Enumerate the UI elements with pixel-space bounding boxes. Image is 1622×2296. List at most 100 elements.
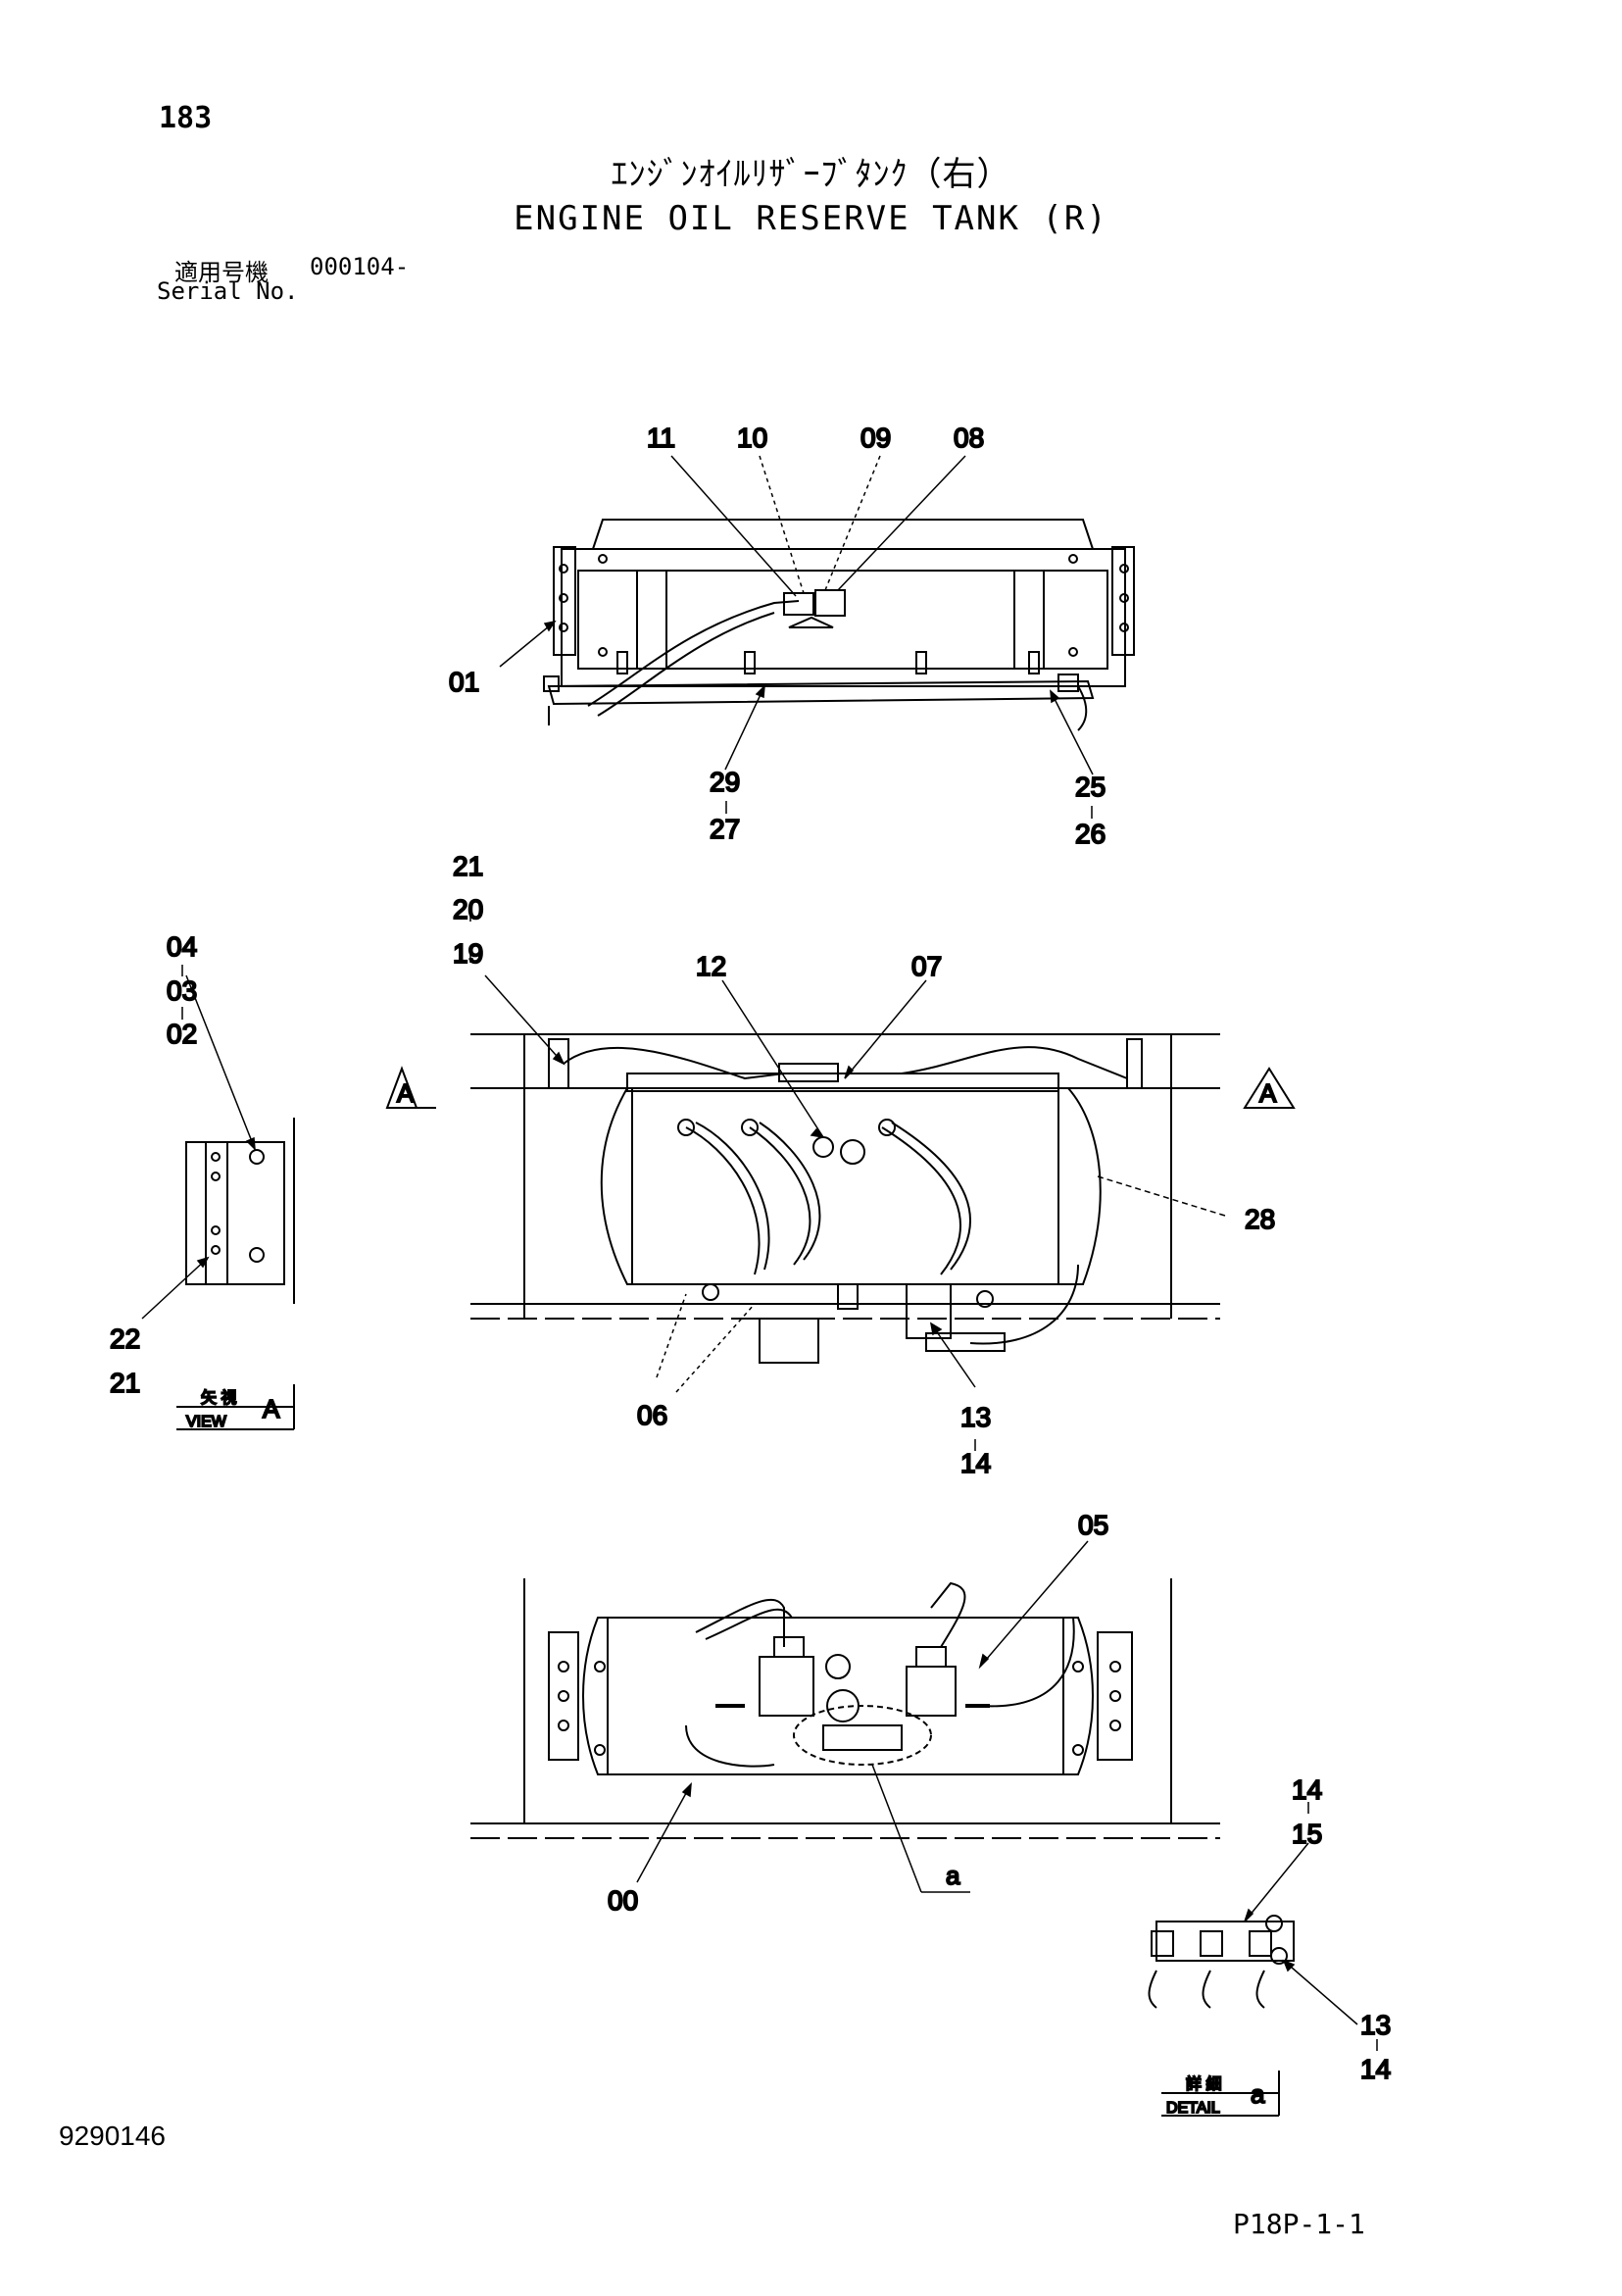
return-hose: [891, 1122, 971, 1271]
serial-label-english: Serial No.: [157, 277, 299, 305]
callout-01: 01: [449, 667, 479, 697]
hose: [979, 1617, 1075, 1708]
section-marker-left: [385, 1066, 436, 1109]
clip: [1028, 651, 1040, 674]
callout-29: 29: [710, 767, 740, 797]
callout-14-detail: 14: [1292, 1774, 1322, 1805]
top-view: [543, 519, 1135, 731]
callout-03: 03: [167, 975, 197, 1006]
valve-block: [759, 1656, 814, 1717]
valve-block: [906, 1666, 957, 1717]
title-english: ENGINE OIL RESERVE TANK (R): [514, 199, 1108, 238]
callout-06: 06: [637, 1400, 667, 1430]
bottom-view-callouts: [636, 1540, 1089, 1893]
hose: [587, 600, 800, 707]
hose: [597, 612, 775, 717]
cap: [840, 1139, 865, 1165]
fitting: [741, 1119, 759, 1136]
left-bracket: [553, 546, 576, 656]
hose: [563, 1046, 785, 1080]
callout-19: 19: [453, 938, 483, 969]
fitting: [773, 1636, 805, 1658]
clip: [616, 651, 628, 674]
detail-a-drawing: [1148, 1915, 1295, 2009]
detail-a-letter: a: [1251, 2079, 1265, 2109]
callout-27: 27: [710, 814, 740, 844]
fitting: [677, 1119, 695, 1136]
callout-09: 09: [860, 423, 891, 453]
callout-26: 26: [1075, 819, 1106, 849]
tank-top-edge: [592, 519, 1094, 550]
connector-block: [822, 1724, 903, 1751]
callout-15: 15: [1292, 1819, 1322, 1849]
callout-00: 00: [608, 1885, 638, 1916]
left-bracket: [548, 1038, 569, 1089]
valve-block: [906, 1283, 952, 1339]
detail-a-callouts: [1244, 1802, 1378, 2051]
hose: [705, 1608, 793, 1640]
callout-07: 07: [911, 951, 942, 981]
view-a-bracket: [185, 1118, 295, 1304]
callout-08: 08: [954, 423, 984, 453]
valve-fitting: [814, 589, 846, 617]
callout-12: 12: [696, 951, 726, 981]
cap: [825, 1654, 851, 1679]
valve-handle: [788, 616, 834, 628]
view-a-callouts: [141, 965, 256, 1320]
drawing-number: 9290146: [59, 2121, 167, 2151]
callout-02: 02: [167, 1019, 197, 1049]
right-bracket: [1126, 1038, 1143, 1089]
detail-a-en: DETAIL: [1166, 2100, 1220, 2117]
view-a-label-box: [176, 1384, 295, 1430]
clip: [744, 651, 756, 674]
callout-11: 11: [647, 423, 675, 453]
page-number: 183: [159, 101, 213, 135]
title-japanese: ｴﾝｼﾞﾝｵｲﾙﾘｻﾞｰﾌﾞﾀﾝｸ（右）: [611, 155, 1011, 194]
frame-outline: [561, 548, 1126, 687]
callout-04: 04: [167, 931, 197, 962]
callout-28: 28: [1245, 1204, 1275, 1234]
section-marker-right-label: A: [1259, 1078, 1277, 1108]
section-marker-right: [1243, 1067, 1296, 1109]
fitting: [915, 1646, 947, 1668]
callout-20: 20: [453, 894, 483, 924]
connector: [837, 1283, 859, 1310]
callout-25: 25: [1075, 772, 1106, 802]
detail-a-label-box: [1161, 2071, 1280, 2117]
fitting: [543, 675, 560, 692]
fitting: [1057, 674, 1079, 692]
drain-hose: [695, 1122, 770, 1271]
drain-hose: [685, 1126, 761, 1275]
drain-hose: [759, 1122, 821, 1261]
callout-14-middle: 14: [960, 1448, 991, 1478]
tank-body: [582, 1617, 1094, 1775]
callout-10: 10: [737, 423, 767, 453]
hose: [843, 1046, 1128, 1079]
callout-21-lower: 21: [110, 1368, 140, 1398]
fitting: [878, 1119, 896, 1136]
top-view-callouts: [499, 455, 1094, 819]
tank-body: [600, 1087, 1102, 1285]
view-a-en: VIEW: [186, 1414, 227, 1430]
hose-end: [1077, 685, 1088, 731]
callout-21-top: 21: [453, 851, 483, 881]
valve-block: [759, 1318, 819, 1364]
view-a-letter: A: [263, 1394, 280, 1423]
serial-label-japanese: 適用号機: [174, 259, 269, 286]
bolt-heads: [559, 554, 1129, 657]
frame-inner: [577, 570, 1108, 670]
callout-22: 22: [110, 1323, 140, 1354]
view-a-jp: 矢 視: [201, 1389, 236, 1407]
middle-view-callouts: [469, 909, 1226, 1451]
serial-number-value: 000104-: [310, 253, 410, 280]
page-code: P18P-1-1: [1233, 2208, 1365, 2240]
valve-body: [783, 592, 814, 616]
return-hose: [881, 1126, 961, 1275]
right-bracket: [1097, 1631, 1133, 1761]
clip: [915, 651, 927, 674]
callout-05: 05: [1078, 1510, 1108, 1540]
callout-13-detail: 13: [1360, 2010, 1391, 2040]
callout-14-detail-lower: 14: [1360, 2054, 1391, 2084]
right-bracket: [1111, 546, 1135, 656]
bolt-head: [976, 1290, 994, 1308]
